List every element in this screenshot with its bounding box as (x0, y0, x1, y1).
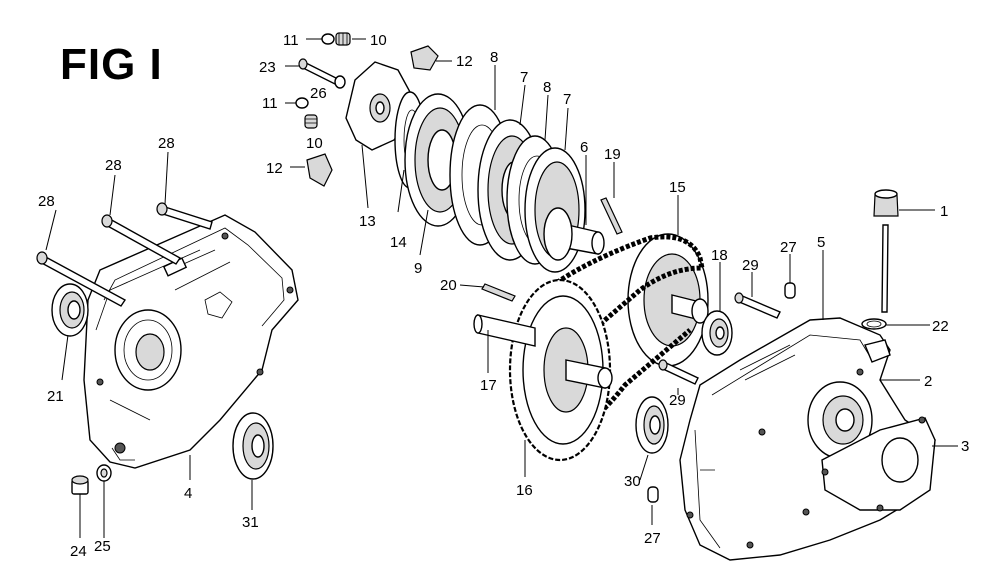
callout-28-b: 28 (105, 157, 122, 174)
callout-10-a: 10 (370, 32, 387, 49)
callout-27-a: 27 (780, 239, 797, 256)
bearing-30 (635, 396, 669, 454)
nut-11-lower (295, 97, 309, 109)
callout-29-b: 29 (669, 392, 686, 409)
callout-26: 26 (310, 85, 327, 102)
callout-9: 9 (414, 260, 422, 277)
callout-4: 4 (184, 485, 192, 502)
callout-7-a: 7 (520, 69, 528, 86)
pin-19 (600, 197, 623, 235)
callout-3: 3 (961, 438, 969, 455)
callout-1: 1 (940, 203, 948, 220)
spring-10-top (335, 32, 351, 46)
bolt-28-middle (101, 214, 182, 265)
bolt-29-lower (658, 359, 699, 385)
callout-28-c: 28 (158, 135, 175, 152)
callout-27-b: 27 (644, 530, 661, 547)
callout-17: 17 (480, 377, 497, 394)
bolt-28-left (36, 251, 127, 307)
callout-labels: 1 2 3 4 5 6 7 7 8 8 9 10 10 11 11 12 12 … (38, 32, 969, 560)
callout-5: 5 (817, 234, 825, 251)
washer-25 (96, 464, 112, 482)
callout-6: 6 (580, 139, 588, 156)
key-20 (481, 283, 516, 302)
drain-bolt-24 (71, 475, 89, 495)
clutch-weight-12-top (410, 45, 439, 71)
figure-title: FIG I (60, 40, 163, 89)
callout-13: 13 (359, 213, 376, 230)
bolt-23 (298, 58, 341, 86)
callout-11-a: 11 (283, 32, 299, 49)
spring-10-lower (304, 114, 318, 129)
callout-10-b: 10 (306, 135, 323, 152)
callout-28-a: 28 (38, 193, 55, 210)
bearing-31 (232, 412, 274, 480)
left-case-cover (83, 214, 299, 469)
callout-12-a: 12 (456, 53, 473, 70)
leader-lines (45, 38, 958, 538)
dowel-pin-27-bottom (647, 486, 659, 503)
callout-14: 14 (390, 234, 407, 251)
dipstick-1 (873, 189, 899, 313)
callout-31: 31 (242, 514, 259, 531)
callout-18: 18 (711, 247, 728, 264)
callout-16: 16 (516, 482, 533, 499)
callout-19: 19 (604, 146, 621, 163)
callout-21: 21 (47, 388, 64, 405)
dowel-pin-27-top (784, 282, 796, 299)
callout-30: 30 (624, 473, 641, 490)
clutch-weight-12-lower (306, 153, 333, 187)
bolt-29-top (734, 292, 781, 319)
callout-11-b: 11 (262, 95, 278, 112)
washer-26 (334, 75, 346, 89)
bolt-28-right (156, 202, 213, 230)
callout-8-b: 8 (543, 79, 551, 96)
callout-2: 2 (924, 373, 932, 390)
callout-20: 20 (440, 277, 457, 294)
callout-7-b: 7 (563, 91, 571, 108)
callout-22: 22 (932, 318, 949, 335)
callout-24: 24 (70, 543, 87, 560)
callout-29-a: 29 (742, 257, 759, 274)
callout-25: 25 (94, 538, 111, 555)
side-cover-3 (821, 416, 936, 512)
callout-12-b: 12 (266, 160, 283, 177)
oil-seal-18 (701, 310, 733, 356)
oil-seal-21 (51, 283, 89, 337)
callout-8-a: 8 (490, 49, 498, 66)
o-ring-22 (861, 318, 887, 330)
callout-15: 15 (669, 179, 686, 196)
driven-sprocket-16 (508, 278, 613, 462)
shaft-17 (473, 314, 536, 347)
nut-11-top (321, 33, 335, 45)
clutch-hub-6 (543, 207, 605, 261)
callout-23: 23 (259, 59, 276, 76)
